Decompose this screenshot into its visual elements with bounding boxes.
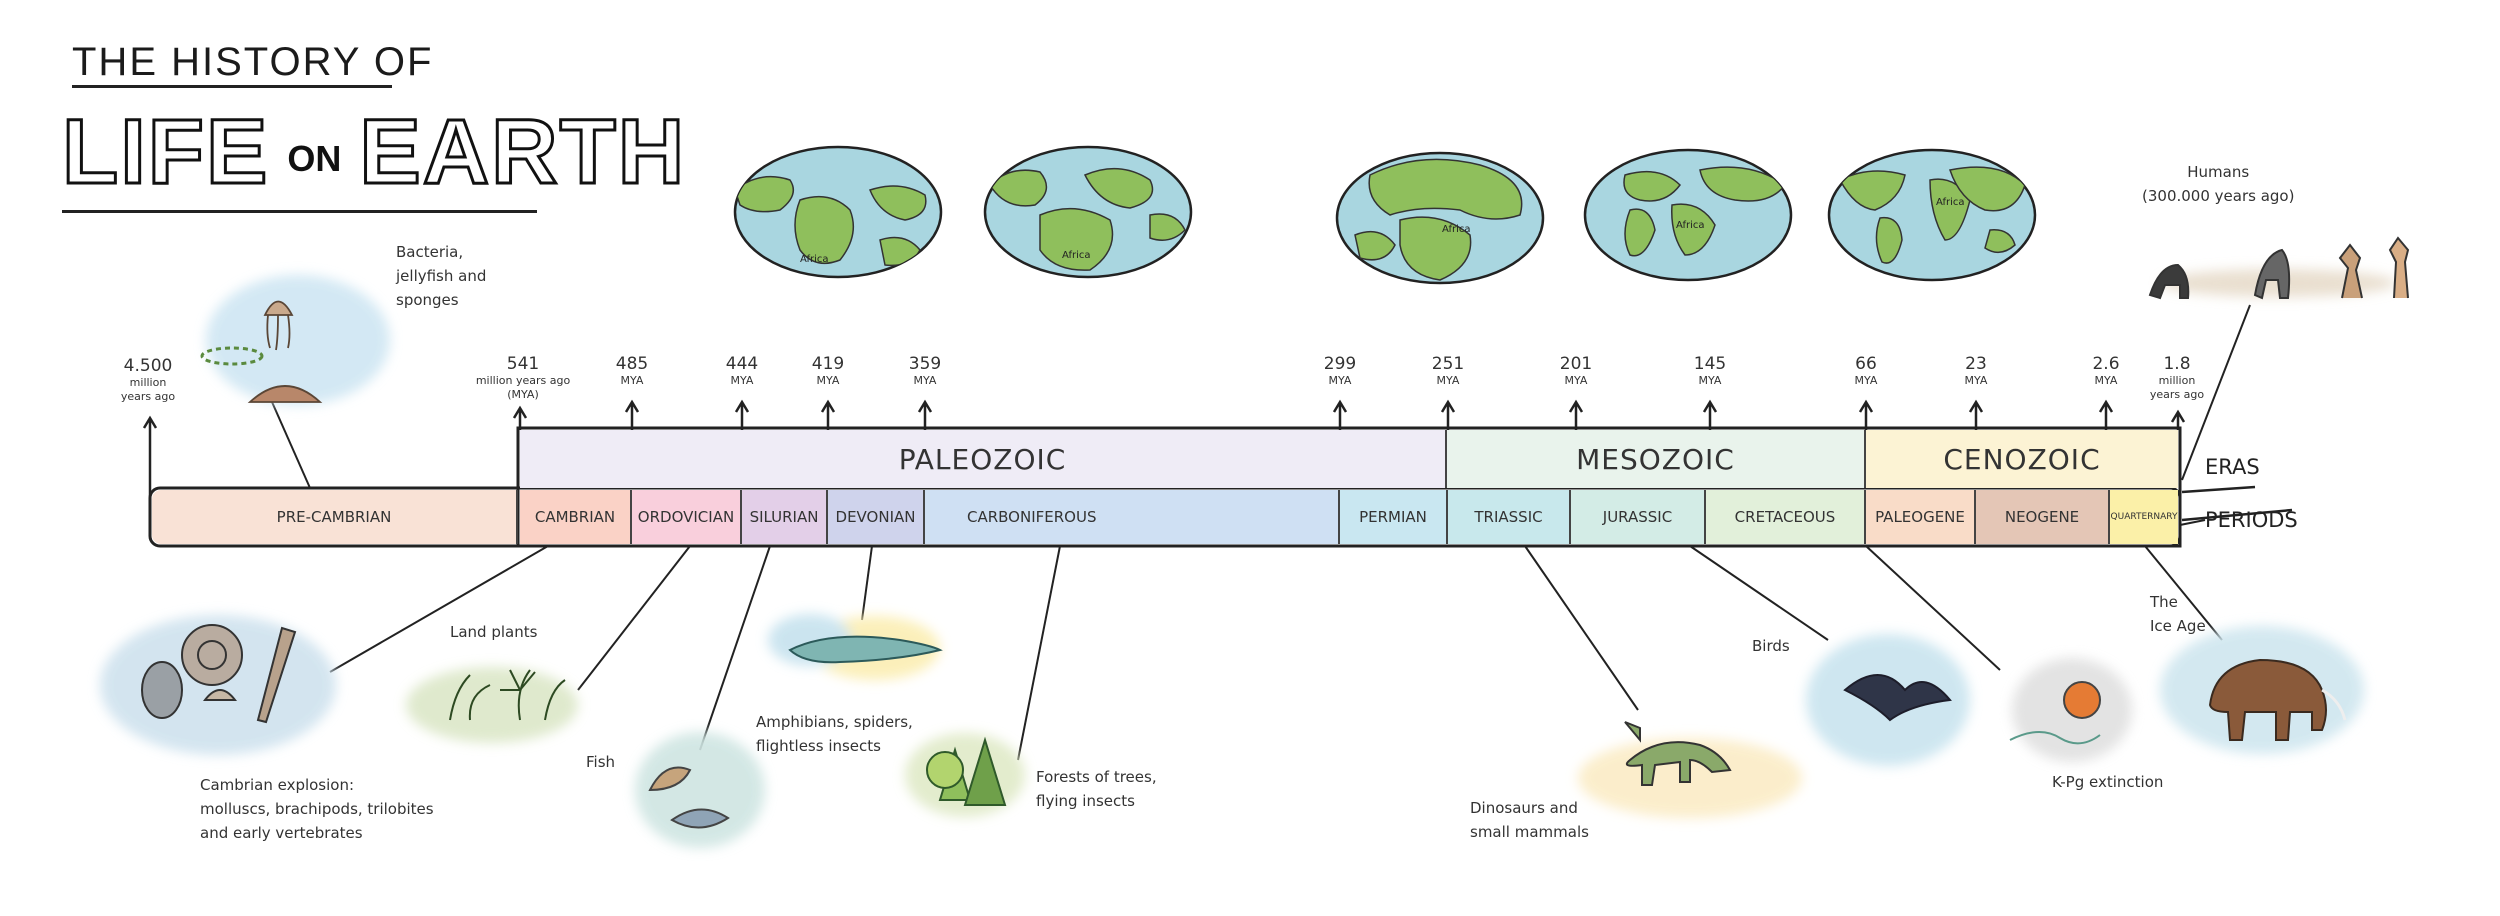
title-line-1: THE HISTORY OF — [72, 40, 434, 84]
period-cambrian: CAMBRIAN — [520, 490, 632, 544]
period-pre-cambrian: PRE-CAMBRIAN — [152, 490, 518, 544]
leader-lines — [271, 304, 2251, 761]
period-quarternary: QUARTERNARY — [2110, 490, 2178, 544]
era-mesozoic: MESOZOIC — [1447, 430, 1866, 488]
label-forests: Forests of trees,flying insects — [1036, 768, 1157, 810]
jellyfish-sponge-illustration — [200, 300, 323, 403]
kpg-extinction-illustration — [2009, 681, 2101, 745]
period-permian: PERMIAN — [1340, 490, 1448, 544]
label-amphibians: Amphibians, spiders,flightless insects — [756, 713, 913, 755]
period-cretaceous: CRETACEOUS — [1706, 490, 1866, 544]
era-cenozoic: CENOZOIC — [1866, 430, 2178, 488]
era-paleozoic: PALEOZOIC — [520, 430, 1447, 488]
svg-text:Africa: Africa — [1676, 220, 1705, 231]
periods-frame — [148, 486, 2182, 548]
svg-text:Africa: Africa — [800, 254, 829, 265]
period-devonian: DEVONIAN — [828, 490, 925, 544]
globe-1: Africa — [733, 145, 943, 279]
globe-5: Africa — [1827, 148, 2037, 282]
land-plants-illustration — [449, 669, 566, 721]
svg-text:Africa: Africa — [1062, 250, 1091, 261]
svg-text:Africa: Africa — [1936, 197, 1965, 208]
forest-illustration — [926, 736, 1007, 806]
period-neogene: NEOGENE — [1976, 490, 2110, 544]
globe-2: Africa — [983, 145, 1193, 279]
human-evolution-illustration — [2148, 236, 2410, 300]
mammoth-illustration — [2208, 658, 2347, 741]
bird-illustration — [1843, 674, 1952, 722]
svg-text:Africa: Africa — [1442, 224, 1471, 235]
label-humans: Humans(300.000 years ago) — [2142, 163, 2295, 205]
title-underline-2 — [62, 210, 537, 213]
date-arrows — [142, 399, 2186, 505]
title-earth: EARTH — [358, 100, 687, 205]
globe-3: Africa — [1335, 151, 1545, 285]
period-silurian: SILURIAN — [742, 490, 828, 544]
label-kpg-extinction: K-Pg extinction — [2052, 773, 2164, 791]
periods-row-label: PERIODS — [2205, 508, 2298, 532]
period-triassic: TRIASSIC — [1448, 490, 1571, 544]
fish-illustration — [648, 766, 730, 829]
globe-4: Africa — [1583, 148, 1793, 282]
title-main: LIFE ON EARTH — [60, 100, 687, 205]
label-land-plants: Land plants — [450, 623, 538, 641]
label-fish: Fish — [586, 753, 616, 771]
title-life: LIFE — [60, 100, 270, 205]
eras-row-label: ERAS — [2205, 455, 2260, 479]
amphibian-illustration — [788, 635, 943, 664]
period-jurassic: JURASSIC — [1571, 490, 1706, 544]
period-carboniferous: CARBONIFEROUS — [925, 490, 1340, 544]
cambrian-fossils-illustration — [141, 624, 297, 724]
period-ordovician: ORDOVICIAN — [632, 490, 742, 544]
label-cambrian-explosion: Cambrian explosion:molluscs, brachipods,… — [200, 776, 434, 842]
title-on: ON — [287, 137, 342, 179]
label-birds: Birds — [1752, 637, 1790, 655]
dinosaur-illustration — [1624, 721, 1732, 786]
period-paleogene: PALEOGENE — [1866, 490, 1976, 544]
title-underline — [72, 85, 392, 88]
